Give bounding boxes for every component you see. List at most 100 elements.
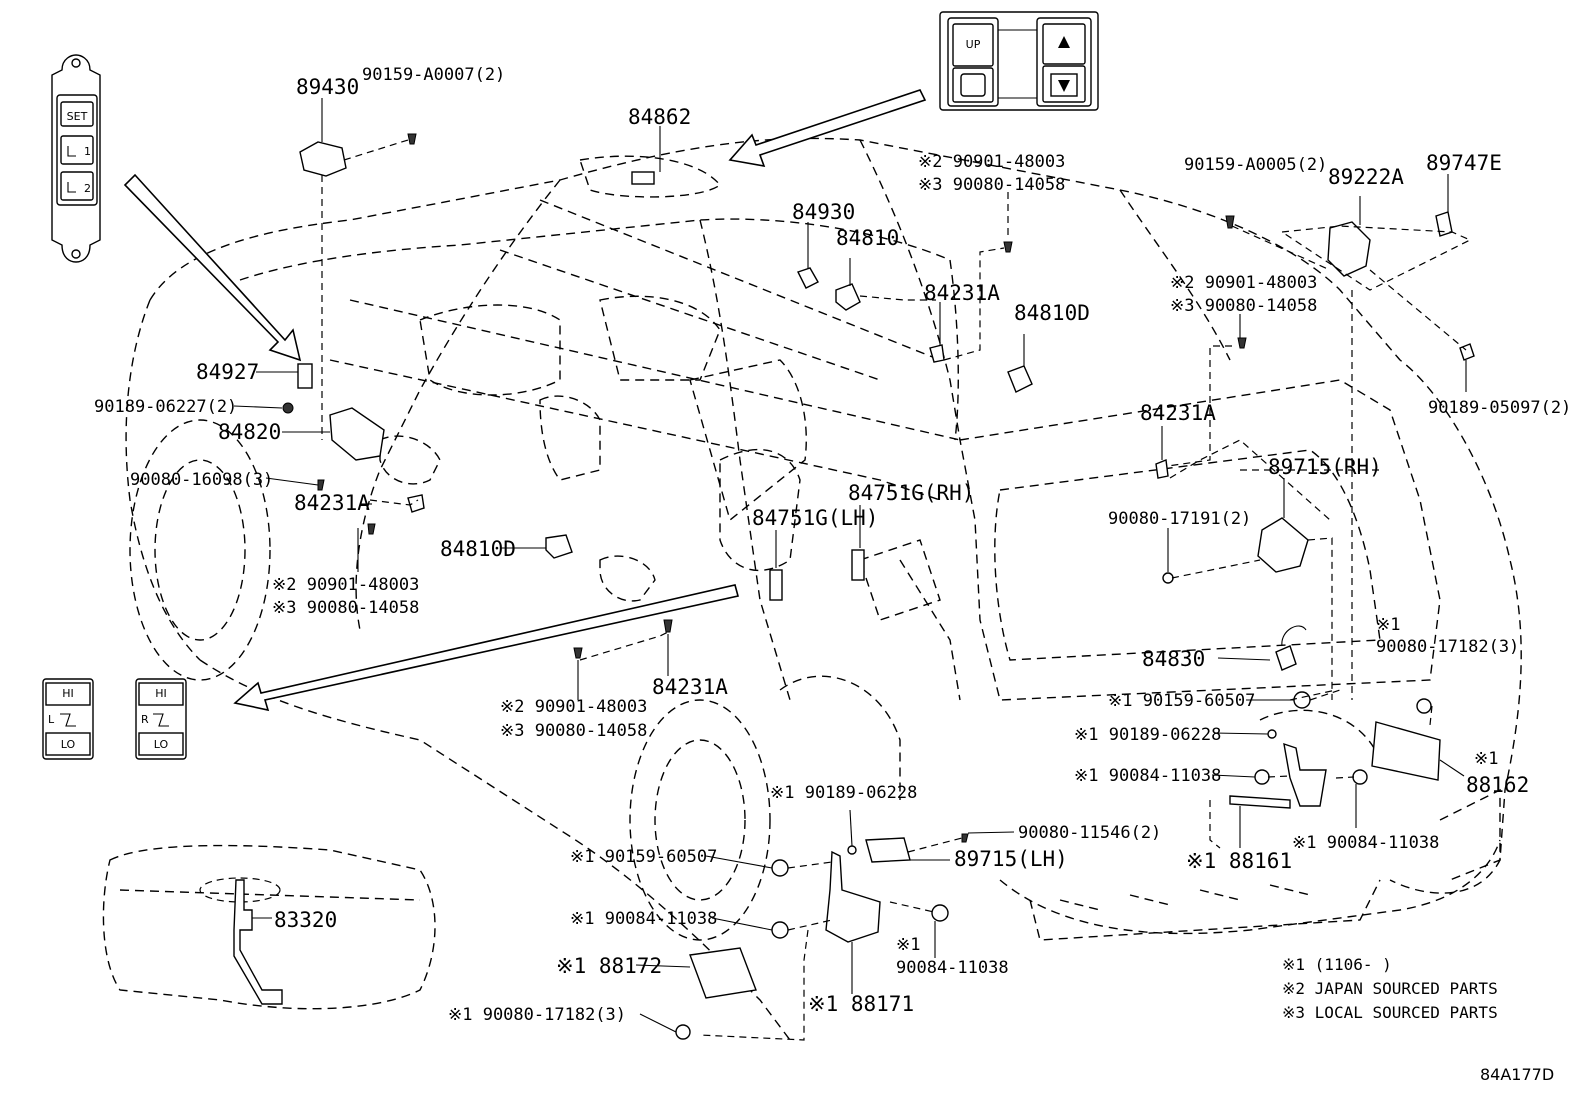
set-button-label: SET: [67, 110, 88, 123]
switch-84810: [835, 283, 861, 311]
label-local-90080-1: ※3 90080-14058: [272, 598, 419, 618]
label-japan-90901-4: ※2 90901-48003: [500, 697, 647, 717]
label-90159-60507-l: ※1 90159-60507: [570, 847, 717, 867]
arrow-to-sunroof-switch: [728, 89, 927, 168]
memory-1-label: 1: [84, 145, 91, 158]
memory-2-label: 2: [84, 182, 91, 195]
label-90080-17182-r: 90080-17182(3): [1376, 637, 1519, 657]
label-88162: 88162: [1466, 773, 1529, 797]
heater-right-lo: LO: [154, 738, 169, 751]
label-90080-16098: 90080-16098(3): [130, 470, 273, 490]
arrow-to-memory-switch: [123, 173, 302, 362]
sunroof-switch: UP: [939, 11, 1099, 111]
label-90159-60507-r: ※1 90159-60507: [1108, 691, 1255, 711]
fuel-sender-83320: [233, 879, 283, 1005]
bracket-88161: [1283, 742, 1327, 807]
label-84862: 84862: [628, 105, 691, 129]
label-84830: 84830: [1142, 647, 1205, 671]
label-84810: 84810: [836, 226, 899, 250]
legend-note-2: ※2 JAPAN SOURCED PARTS: [1282, 979, 1498, 998]
label-84231a-2: 84231A: [924, 281, 1000, 305]
label-84751g-lh: 84751G(LH): [752, 506, 878, 530]
seat-heater-switch-left: HI L LO: [42, 678, 94, 760]
vehicle-outline: [102, 137, 1522, 1041]
label-90159-a0005: 90159-A0005(2): [1184, 155, 1327, 175]
arrows: [123, 89, 927, 712]
label-83320: 83320: [274, 908, 337, 932]
arrow-to-seat-heater-switch: [233, 584, 739, 712]
heater-right-side: R: [141, 713, 149, 726]
label-local-90080-4: ※3 90080-14058: [500, 721, 647, 741]
label-90189-06228-r: ※1 90189-06228: [1074, 725, 1221, 745]
switch-84810d-left: [545, 534, 573, 559]
part-labels: 89430 90159-A0007(2) 84862 84927 90189-0…: [94, 65, 1571, 1025]
label-89715-rh: 89715(RH): [1268, 455, 1382, 479]
switch-84930: [797, 267, 819, 289]
tilt-up-icon: [1058, 36, 1070, 48]
label-88171: ※1 88171: [808, 992, 914, 1016]
sensor-84751g-lh: [769, 569, 783, 601]
label-90080-11546: 90080-11546(2): [1018, 823, 1161, 843]
label-90159-a0007: 90159-A0007(2): [362, 65, 505, 85]
heater-left-lo: LO: [61, 738, 76, 751]
label-84231a-3: 84231A: [1140, 401, 1216, 425]
heater-right-hi: HI: [155, 687, 167, 700]
label-90189-05097: 90189-05097(2): [1428, 398, 1571, 418]
label-90084-11038-r: ※1 90084-11038: [1074, 766, 1221, 786]
bracket-88171: [825, 850, 881, 943]
label-89715-lh: 89715(LH): [954, 847, 1068, 871]
legend-note-1: ※1 (1106- ): [1282, 955, 1392, 974]
label-89747e: 89747E: [1426, 151, 1502, 175]
height-sensor-89715-lh: [865, 837, 911, 863]
label-84810d-1: 84810D: [440, 537, 516, 561]
label-90084-11038-l: ※1 90084-11038: [570, 909, 717, 929]
label-84820: 84820: [218, 420, 281, 444]
label-90080-17182-l: ※1 90080-17182(3): [448, 1005, 626, 1025]
height-sensor-89715-rh: [1257, 517, 1309, 573]
label-90080-17191: 90080-17191(2): [1108, 509, 1251, 529]
seat-heater-right-icon: [153, 713, 169, 727]
sunroof-switch-84862: [631, 171, 655, 185]
label-japan-90901-3: ※2 90901-48003: [1170, 273, 1317, 293]
tilt-down-icon: [1058, 80, 1070, 92]
label-mark1-c: ※1: [896, 935, 920, 955]
leader-lines: [233, 98, 1472, 1041]
switch-84820: [329, 407, 385, 461]
label-88172: ※1 88172: [556, 954, 662, 978]
switch-84810d-right: [1007, 365, 1033, 393]
label-84231a-1: 84231A: [294, 491, 370, 515]
ecu-89222a: [1327, 221, 1371, 277]
module-88172: [689, 947, 757, 999]
label-84231a-4: 84231A: [652, 675, 728, 699]
label-local-90080-2: ※3 90080-14058: [918, 175, 1065, 195]
sensor-84830: [1275, 645, 1297, 671]
label-90189-06227: 90189-06227(2): [94, 397, 237, 417]
legend: ※1 (1106- ) ※2 JAPAN SOURCED PARTS ※3 LO…: [1282, 955, 1498, 1022]
switch-84927: [297, 363, 313, 389]
label-90084-11038-c: 90084-11038: [896, 958, 1009, 978]
label-84810d-2: 84810D: [1014, 301, 1090, 325]
label-japan-90901-2: ※2 90901-48003: [918, 152, 1065, 172]
label-84751g-rh: 84751G(RH): [848, 481, 974, 505]
label-japan-90901-1: ※2 90901-48003: [272, 575, 419, 595]
seat-heater-left-icon: [60, 713, 76, 727]
label-mark1-b: ※1: [1474, 749, 1498, 769]
label-88161: ※1 88161: [1186, 849, 1292, 873]
memory-seat-switch: SET 1 2: [51, 54, 101, 263]
figure-code: 84A177D: [1480, 1065, 1554, 1084]
heater-left-side: L: [48, 713, 55, 726]
legend-note-3: ※3 LOCAL SOURCED PARTS: [1282, 1003, 1498, 1022]
label-90084-11038-r2: ※1 90084-11038: [1292, 833, 1439, 853]
label-89430: 89430: [296, 75, 359, 99]
part-shapes: [233, 133, 1475, 1040]
seat-memory-ecu-89430: [299, 141, 347, 177]
label-89222a: 89222A: [1328, 165, 1404, 189]
label-84927: 84927: [196, 360, 259, 384]
label-local-90080-3: ※3 90080-14058: [1170, 296, 1317, 316]
label-84930: 84930: [792, 200, 855, 224]
sunroof-up-label: UP: [966, 38, 981, 51]
module-88162: [1371, 721, 1441, 781]
heater-left-hi: HI: [62, 687, 74, 700]
label-mark1-a: ※1: [1376, 615, 1400, 635]
